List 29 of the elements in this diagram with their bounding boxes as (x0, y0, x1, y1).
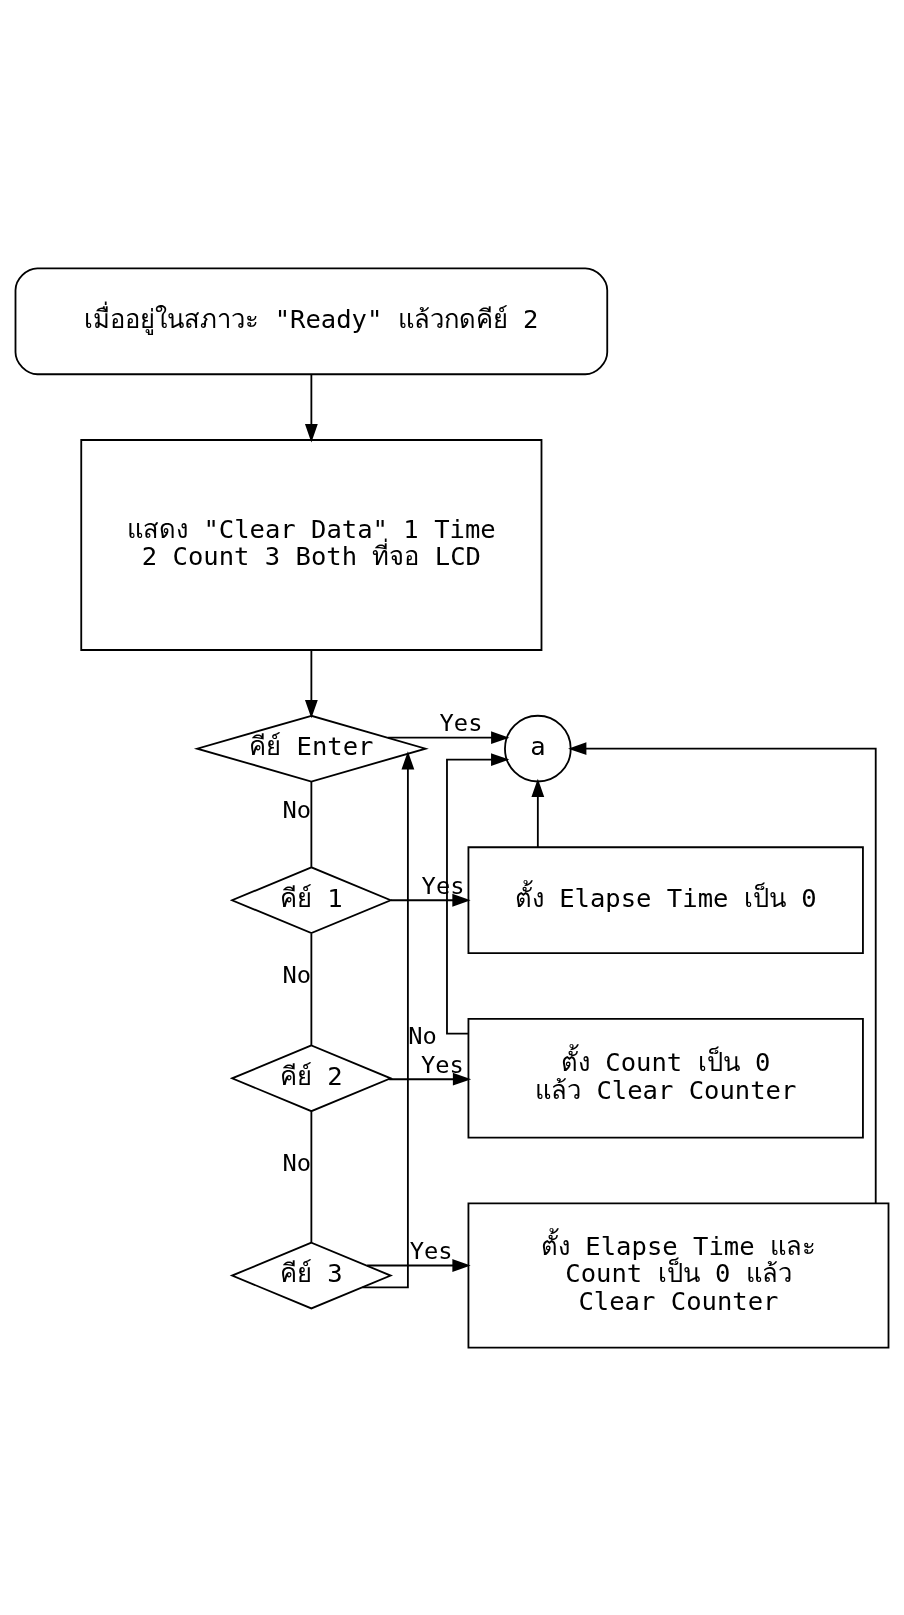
arrow (361, 750, 415, 1288)
arrow (366, 1258, 471, 1272)
edge-label: No (282, 795, 312, 824)
connector (310, 780, 313, 868)
node-box: ตั้ง Elapse Time เป็น 0 (467, 845, 864, 954)
edge-label: Yes (421, 1050, 464, 1079)
node-diamond: คีย์ 3 (229, 1241, 393, 1309)
edge-label: Yes (439, 708, 483, 737)
node-circle: a (504, 714, 572, 782)
node-diamond: คีย์ Enter (193, 714, 429, 782)
arrow (304, 649, 318, 718)
connector (310, 1110, 313, 1243)
connector (310, 932, 313, 1046)
node-box: แสดง "Clear Data" 1 Time 2 Count 3 Both ที่จอ LCD (80, 438, 543, 651)
edge-label: Yes (409, 1236, 453, 1265)
edge-label: No (282, 1148, 312, 1177)
arrow (531, 778, 545, 848)
node-diamond: คีย์ 1 (229, 865, 393, 934)
arrow (568, 741, 877, 1204)
arrow (387, 730, 510, 744)
arrow (388, 1072, 472, 1086)
arrow (304, 372, 318, 442)
node-diamond: คีย์ 2 (229, 1043, 393, 1112)
edge-label: No (408, 1021, 437, 1050)
node-box: ตั้ง Count เป็น 0 แล้ว Clear Counter (467, 1017, 864, 1139)
edge-label: No (282, 960, 312, 989)
node-box: ตั้ง Elapse Time และ Count เป็น 0 แล้ว Clear Counter (467, 1202, 890, 1349)
arrow (389, 893, 471, 907)
node-box: เมื่ออยู่ในสภาวะ "Ready" แล้วกดคีย์ 2 (14, 266, 609, 375)
